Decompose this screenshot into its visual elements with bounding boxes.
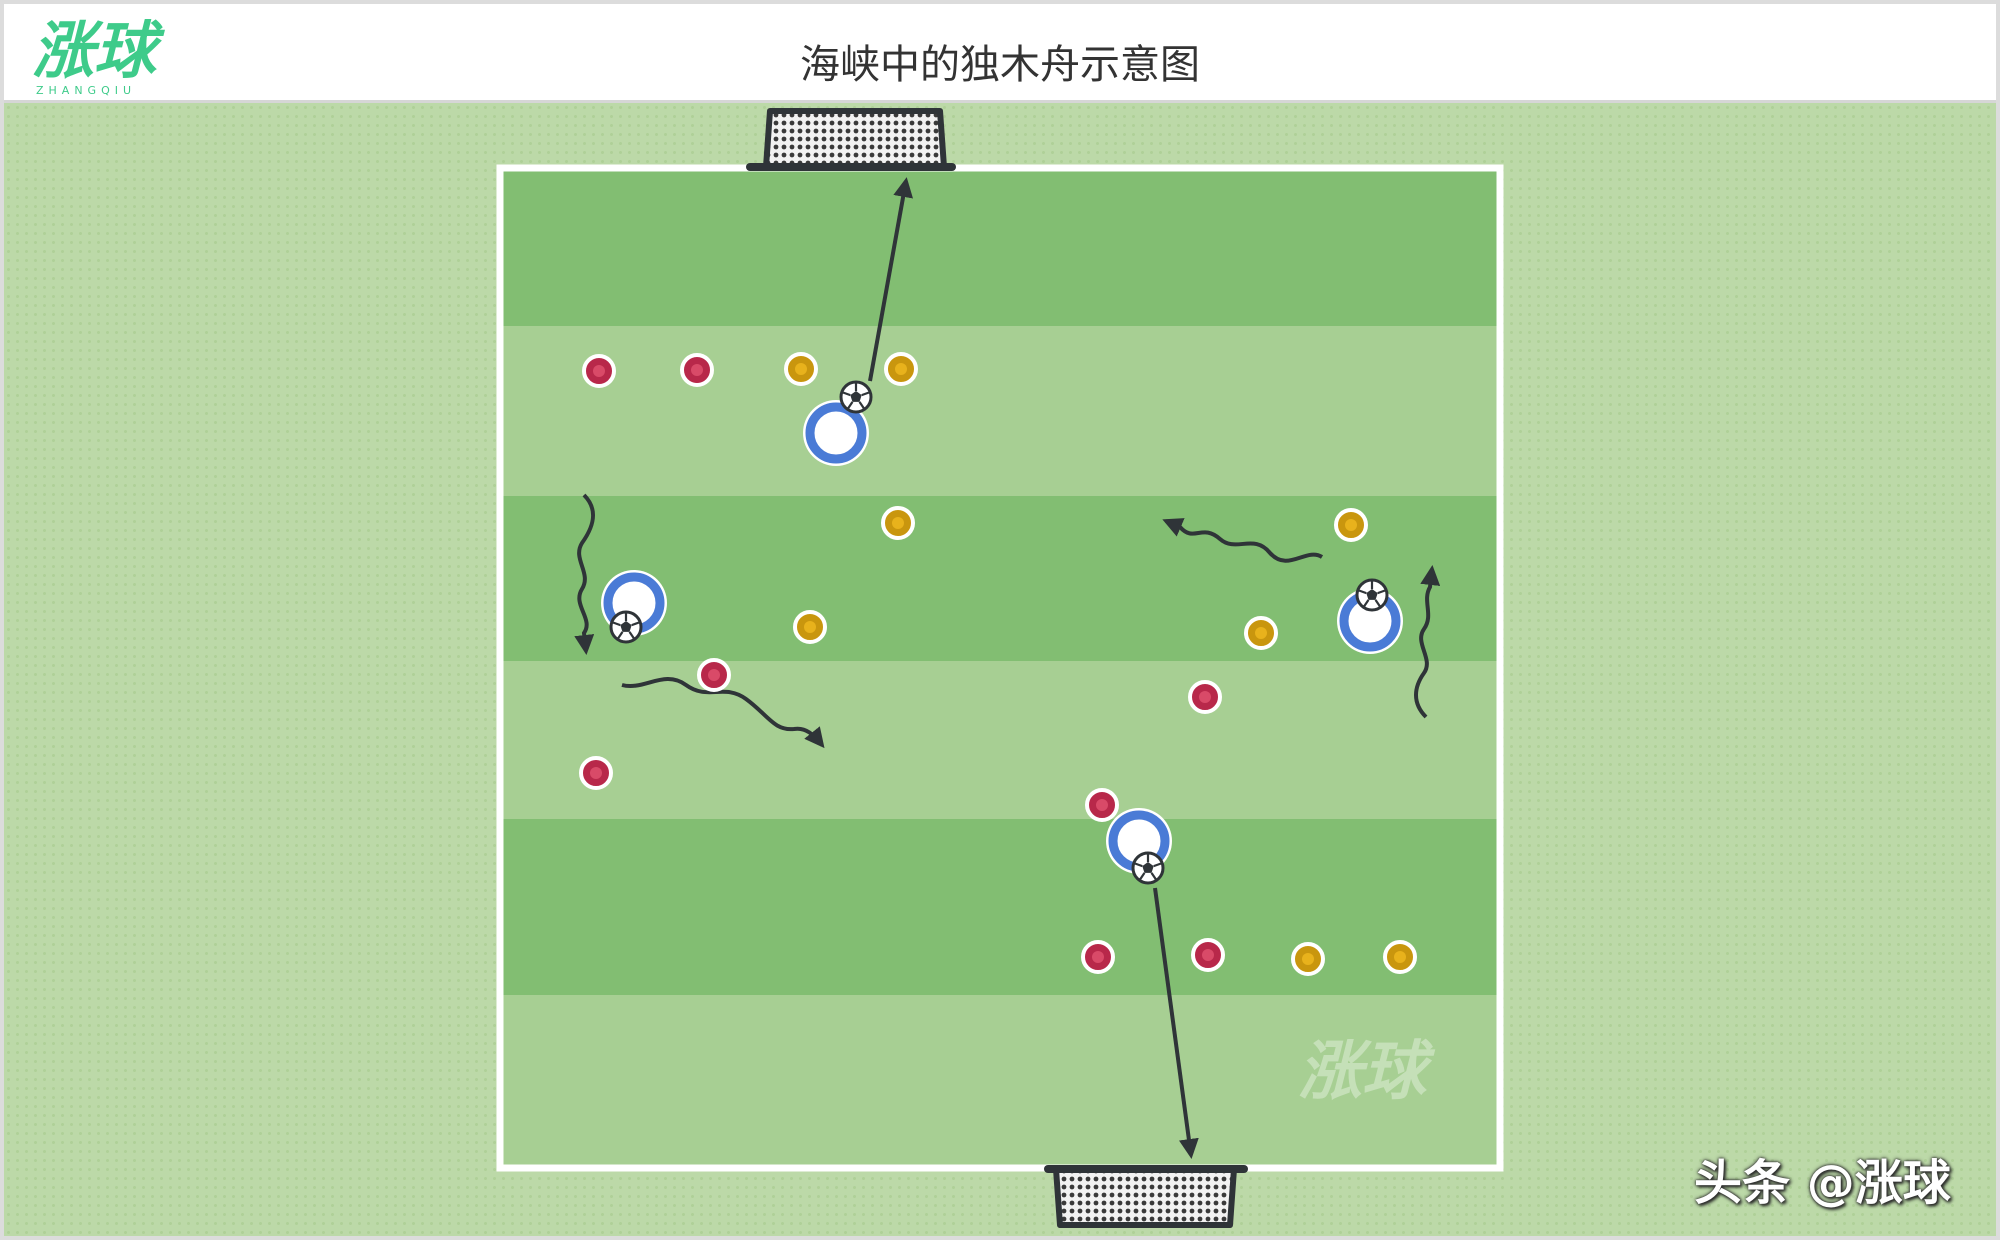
logo-subtext: ZHANGQIU [36,84,136,97]
red-cone-icon [697,658,731,692]
gold-cone-icon [784,352,818,386]
header: 涨球 ZHANGQIU 海峡中的独木舟示意图 [4,4,1996,103]
field-stripe [501,995,1498,1169]
soccer-ball-icon [839,380,873,414]
gold-cone-icon [1244,616,1278,650]
field-boundary [496,164,1504,1172]
field-stripe [501,819,1498,995]
soccer-ball-icon [1355,578,1389,612]
page-title: 海峡中的独木舟示意图 [800,42,1200,88]
red-cone-icon [1188,680,1222,714]
goal-icon [746,108,956,171]
gold-cone-icon [1291,942,1325,976]
red-cone-icon [579,756,613,790]
brand-logo: 涨球 ZHANGQIU [32,12,222,100]
drill-diagram: 涨球 [496,108,1504,1228]
field-stripe [501,661,1498,819]
gold-cone-icon [881,506,915,540]
dribble-arrow-icon [1162,518,1324,563]
soccer-ball-icon [1131,851,1165,885]
field-stripe [501,165,1498,326]
red-cone-icon [680,353,714,387]
dribble-arrow-icon [621,677,825,749]
pass-arrow-icon [868,177,914,382]
gold-cone-icon [884,352,918,386]
logo-text: 涨球 [32,14,165,87]
source-credit: 头条 @涨球 [1694,1155,1951,1211]
pass-arrow-icon [1153,887,1199,1159]
watermark-logo: 涨球 [1298,1035,1436,1109]
red-cone-icon [582,354,616,388]
field [496,164,1504,1172]
red-cone-icon [1085,788,1119,822]
red-cone-icon [1081,940,1115,974]
player-icon [803,400,869,466]
dribble-arrow-icon [574,493,596,655]
field-stripe [501,326,1498,496]
red-cone-icon [1191,938,1225,972]
gold-cone-icon [1334,508,1368,542]
logo-mark: 涨球 ZHANGQIU [32,14,165,97]
soccer-ball-icon [609,610,643,644]
field-stripe [501,496,1498,661]
gold-cone-icon [793,610,827,644]
diagram-board: 涨球 [4,103,1996,1236]
gold-cone-icon [1383,940,1417,974]
goal-icon [1044,1165,1248,1228]
dribble-arrow-icon [1414,565,1441,719]
